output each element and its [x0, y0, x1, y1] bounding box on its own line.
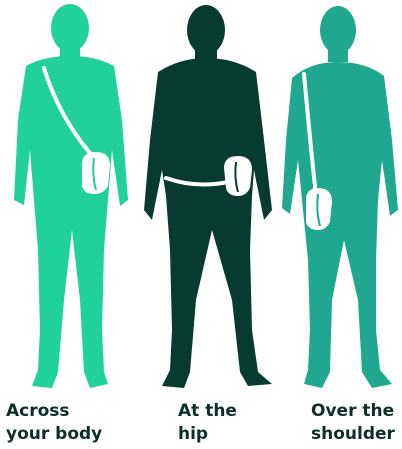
caption-line: your body — [6, 423, 116, 446]
caption-at-hip: At the hip — [178, 400, 258, 446]
caption-line: At the — [178, 400, 258, 423]
figure-across-body — [4, 0, 134, 392]
caption-line: hip — [178, 423, 258, 446]
caption-line: Over the — [311, 400, 401, 423]
silhouette-body — [144, 5, 272, 388]
caption-line: Across — [6, 400, 116, 423]
person-silhouette-over-shoulder-icon — [280, 0, 402, 392]
caption-across-body: Across your body — [6, 400, 116, 446]
silhouette-body — [14, 4, 128, 388]
figure-at-hip — [140, 0, 276, 392]
person-silhouette-across-body-icon — [4, 0, 134, 392]
figure-over-shoulder — [280, 0, 402, 392]
silhouette-body — [282, 6, 398, 388]
caption-over-shoulder: Over the shoulder — [311, 400, 401, 446]
caption-line: shoulder — [311, 423, 401, 446]
person-silhouette-at-hip-icon — [140, 0, 276, 392]
